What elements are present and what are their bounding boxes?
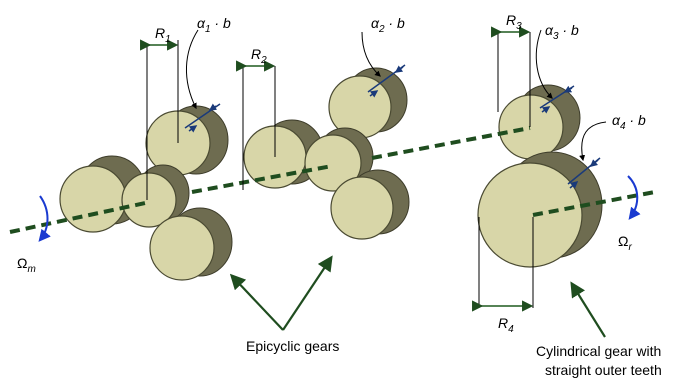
alpha1-label: α1 · b	[197, 15, 231, 35]
labels: R1 R2 R3 R4 α1 · b α2 · b α3 · b α4 · b …	[17, 12, 662, 378]
r2-label: R2	[251, 46, 267, 66]
stage2-gears	[243, 67, 410, 240]
cylindrical-gear-label-line1: Cylindrical gear with	[536, 343, 661, 359]
r3-label: R3	[506, 12, 522, 32]
epicyclic-gears-label: Epicyclic gears	[246, 338, 339, 354]
main-axis	[9, 126, 656, 234]
omega-r-label: Ωr	[618, 233, 632, 253]
output-rotation-arrow-icon	[627, 175, 641, 220]
alpha3-label: α3 · b	[545, 22, 579, 42]
stage1-left-planet	[59, 165, 127, 233]
alpha-leaders	[184, 29, 607, 189]
output-gears	[477, 84, 603, 268]
alpha4-label: α4 · b	[612, 112, 646, 132]
rotation-arrows	[38, 175, 641, 242]
stage1-bottom-planet	[149, 215, 215, 281]
r1-label: R1	[155, 25, 171, 45]
alpha2-label: α2 · b	[371, 15, 405, 35]
cylindrical-gear-label-line2: straight outer teeth	[545, 362, 662, 378]
cylindrical-gear	[477, 162, 583, 268]
stage3-planet	[498, 94, 564, 160]
stage2-bottom-planet	[330, 176, 394, 240]
stage1-sun	[121, 172, 177, 228]
stage2-sun	[304, 134, 362, 192]
omega-m-label: Ωm	[17, 255, 36, 275]
input-rotation-arrow-icon	[38, 195, 51, 242]
r4-label: R4	[498, 315, 514, 335]
callout-arrows	[229, 255, 606, 338]
stage1-gears	[59, 105, 233, 281]
radius-dimensions	[140, 26, 534, 312]
